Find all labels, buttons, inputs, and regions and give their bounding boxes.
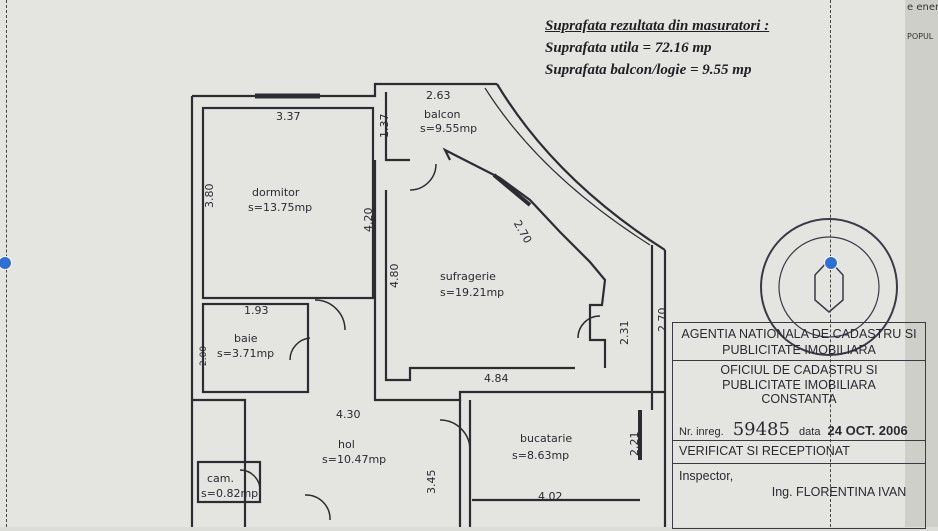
- dim-sufragerie-width: 4.84: [484, 372, 509, 385]
- side-paper: e energ POPUL: [905, 0, 938, 527]
- stamp-office-line2: PUBLICITATE IMOBILIARA: [722, 378, 876, 392]
- room-baie-name: baie: [234, 332, 258, 345]
- side-text-top: e energ: [907, 2, 938, 13]
- stamp-inspector-name: Ing. FLORENTINA IVAN: [771, 485, 907, 499]
- stamp-reg-row: Nr. inreg. 59485 data 24 OCT. 2006: [673, 419, 931, 440]
- dim-baie-height: 2.00: [199, 345, 209, 366]
- dim-balcon-width: 2.63: [426, 89, 451, 102]
- room-hol-name: hol: [338, 438, 355, 451]
- room-bucatarie-name: bucatarie: [520, 432, 573, 445]
- dim-sufragerie-side: 2.31: [618, 320, 631, 346]
- side-text-mid: POPUL: [907, 32, 934, 41]
- room-dormitor-name: dormitor: [252, 186, 300, 199]
- area-title: Suprafata rezultata din masuratori :: [545, 18, 770, 34]
- room-bucatarie-area: s=8.63mp: [512, 449, 570, 462]
- dim-dormitor-width: 3.37: [276, 110, 301, 123]
- room-baie-area: s=3.71mp: [217, 347, 275, 360]
- stamp-date-label: data: [799, 426, 821, 438]
- room-camara-name: cam.: [207, 472, 235, 485]
- dim-balcon-depth: 1.37: [378, 113, 391, 139]
- dim-dormitor-height: 3.80: [203, 183, 216, 209]
- cadastre-stamp: AGENTIA NATIONALA DE CADASTRU SI PUBLICI…: [672, 322, 926, 529]
- stamp-date-value: 24 OCT. 2006: [827, 423, 908, 438]
- stamp-reg-label: Nr. inreg.: [679, 426, 724, 438]
- dim-bucatarie-height: 2.21: [628, 431, 641, 457]
- stamp-reg-number: 59485: [732, 419, 790, 440]
- room-sufragerie-name: sufragerie: [440, 270, 496, 283]
- useful-area: Suprafata utila = 72.16 mp: [545, 40, 712, 56]
- room-hol-area: s=10.47mp: [322, 453, 387, 466]
- stamp-agency-line1: AGENTIA NATIONALA DE CADASTRU SI: [681, 327, 917, 341]
- dim-balcony-side: 2.70: [656, 307, 669, 333]
- stamp-office-line1: OFICIUL DE CADASTRU SI: [720, 363, 878, 377]
- stamp-office-city: CONSTANTA: [761, 392, 837, 406]
- dim-sufragerie-height: 4.80: [388, 263, 401, 289]
- resize-handle-right[interactable]: [824, 256, 838, 270]
- dim-dormitor-side: 4.20: [362, 207, 375, 233]
- dim-hol-width: 4.30: [336, 408, 361, 421]
- resize-handle-left[interactable]: [0, 256, 12, 270]
- room-camara-area: s=0.82mp: [201, 487, 259, 500]
- dim-bucatarie-width: 4.02: [538, 490, 563, 503]
- dim-baie-width: 1.93: [244, 304, 269, 317]
- dim-hol-height: 3.45: [425, 469, 438, 495]
- room-balcon-area: s=9.55mp: [420, 122, 478, 135]
- stamp-inspector-label: Inspector,: [679, 469, 734, 483]
- room-dormitor-area: s=13.75mp: [248, 201, 313, 214]
- stamp-agency-line2: PUBLICITATE IMOBILIARA: [722, 343, 876, 357]
- room-balcon-name: balcon: [424, 108, 461, 121]
- balcony-area: Suprafata balcon/logie = 9.55 mp: [545, 62, 752, 78]
- room-sufragerie-area: s=19.21mp: [440, 286, 505, 299]
- stamp-verified: VERIFICAT SI RECEPTIONAT: [679, 444, 850, 458]
